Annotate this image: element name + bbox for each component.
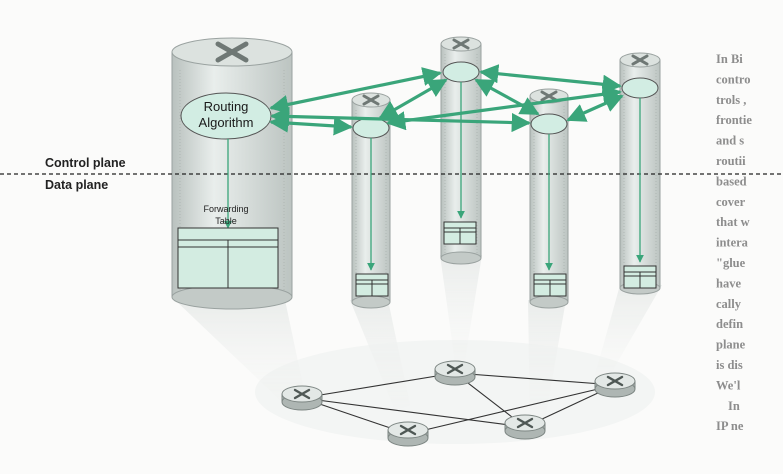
background-text-line: plane bbox=[716, 338, 746, 352]
background-text-line: defin bbox=[716, 317, 743, 331]
control-arrows bbox=[269, 64, 624, 136]
router-x-icon bbox=[399, 424, 417, 436]
router-x-icon bbox=[215, 41, 249, 63]
background-text-line: trols , bbox=[716, 93, 746, 107]
router-x-icon bbox=[631, 54, 649, 66]
table-label: Table bbox=[215, 216, 237, 226]
router-x-icon bbox=[606, 375, 624, 387]
network-router-4 bbox=[504, 414, 546, 440]
svg-text:Algorithm: Algorithm bbox=[199, 115, 254, 130]
control-node-1 bbox=[352, 117, 390, 139]
background-text-line: intera bbox=[716, 236, 749, 250]
forwarding-label: Forwarding bbox=[203, 204, 248, 214]
control-node-2 bbox=[442, 61, 480, 83]
background-text-line: routii bbox=[716, 154, 746, 168]
forwarding-table-3 bbox=[533, 273, 567, 297]
background-text-line: cally bbox=[716, 297, 742, 311]
routing-algorithm-node: Routing Algorithm bbox=[180, 92, 272, 140]
small-forwarding-tables bbox=[355, 221, 657, 297]
data-arrows bbox=[224, 82, 644, 271]
network-router-1 bbox=[281, 385, 323, 411]
network-router-5 bbox=[594, 372, 636, 398]
network-router-2 bbox=[434, 360, 476, 386]
forwarding-table-2 bbox=[443, 221, 477, 245]
forwarding-table-main bbox=[177, 227, 279, 289]
router-x-icon bbox=[452, 38, 470, 50]
background-text-line: cover bbox=[716, 195, 746, 209]
background-text-line: that w bbox=[716, 215, 750, 229]
background-page-text: In Bi contro trols , frontie and s routii base… bbox=[716, 52, 752, 433]
background-text-line: In Bi bbox=[716, 52, 743, 66]
background-text-line: is dis bbox=[716, 358, 743, 372]
router-x-icon bbox=[516, 417, 534, 429]
network-router-3 bbox=[387, 421, 429, 447]
control-node-3 bbox=[530, 113, 568, 135]
background-text-line: based bbox=[716, 174, 747, 188]
background-text-line: contro bbox=[716, 72, 751, 86]
router-x-icon bbox=[446, 363, 464, 375]
router-x-icon bbox=[293, 388, 311, 400]
background-text-line: frontie bbox=[716, 113, 752, 127]
control-plane-label: Control plane bbox=[45, 156, 126, 170]
forwarding-table-1 bbox=[355, 273, 389, 297]
control-node-4 bbox=[621, 77, 659, 99]
background-text-line: IP ne bbox=[716, 419, 744, 433]
background-text-line: We'l bbox=[716, 378, 741, 392]
network-topology bbox=[281, 360, 636, 447]
data-plane-label: Data plane bbox=[45, 178, 108, 192]
small-routers bbox=[351, 36, 661, 309]
background-text-line: "glue bbox=[716, 256, 746, 270]
background-text-line: and s bbox=[716, 134, 744, 148]
background-text-line: In bbox=[728, 399, 740, 413]
forwarding-table-4 bbox=[623, 265, 657, 289]
svg-text:Routing: Routing bbox=[204, 99, 249, 114]
background-text-line: have bbox=[716, 276, 741, 290]
